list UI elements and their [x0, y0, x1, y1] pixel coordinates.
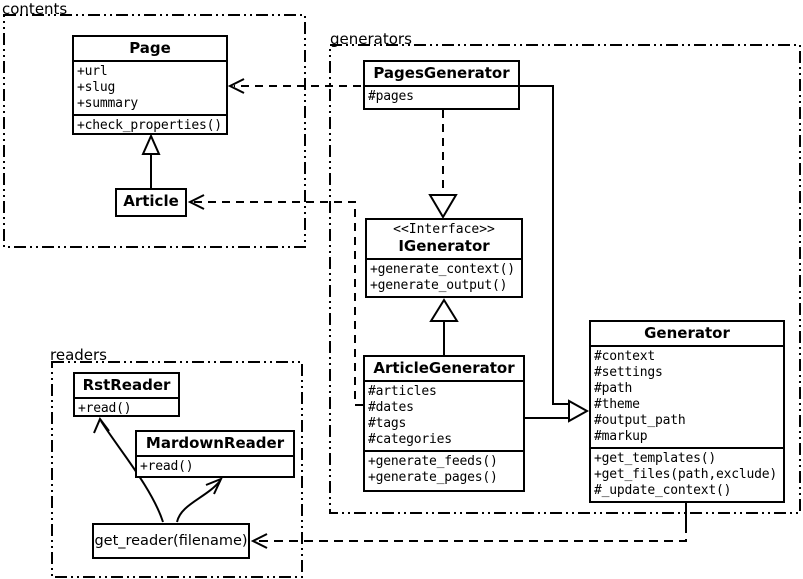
class-box-articlegenerator: ArticleGenerator #articles #dates #tags …: [363, 355, 525, 492]
class-generator-methods: +get_templates() +get_files(path,exclude…: [591, 447, 783, 501]
package-label-generators: generators: [330, 30, 412, 48]
class-page-methods: +check_properties(): [74, 114, 226, 133]
class-rstreader-methods: +read(): [75, 397, 178, 415]
class-page-title: Page: [129, 39, 171, 57]
class-page-attributes: +url +slug +summary: [74, 60, 226, 114]
class-igenerator-stereotype: <<Interface>>: [393, 222, 495, 237]
class-box-pagesgenerator: PagesGenerator #pages: [363, 60, 520, 110]
class-box-igenerator: <<Interface>> IGenerator +generate_conte…: [365, 218, 523, 298]
edge-articlegenerator-to-article-dependency: [187, 194, 363, 406]
class-pagesgenerator-title: PagesGenerator: [373, 64, 510, 82]
package-contents-border: [3, 14, 306, 248]
function-box-get-reader: get_reader(filename): [92, 523, 250, 559]
package-label-contents: contents: [2, 0, 68, 18]
edge-getreader-to-mardownreader: [176, 477, 223, 523]
edge-generator-to-getreader-dependency: [250, 503, 687, 549]
package-readers-border: [51, 361, 303, 578]
class-box-rstreader: RstReader +read(): [73, 372, 180, 417]
class-articlegenerator-title: ArticleGenerator: [373, 359, 515, 377]
get-reader-label: get_reader(filename): [94, 533, 248, 549]
package-generators-border: [329, 44, 801, 514]
class-rstreader-title: RstReader: [82, 376, 171, 394]
class-pagesgenerator-attributes: #pages: [365, 85, 518, 107]
class-articlegenerator-methods: +generate_feeds() +generate_pages(): [365, 450, 523, 488]
edge-articlegenerator-to-igenerator-generalization: [429, 298, 459, 355]
class-articlegenerator-attributes: #articles #dates #tags #categories: [365, 380, 523, 450]
class-generator-title: Generator: [644, 324, 730, 342]
edge-getreader-to-rstreader: [93, 417, 164, 523]
class-igenerator-name: IGenerator: [398, 237, 490, 255]
package-label-readers: readers: [50, 346, 107, 364]
edge-article-to-page-generalization: [141, 133, 161, 188]
edge-generators-to-generator-generalization: [520, 85, 590, 423]
class-box-article: Article: [115, 188, 187, 217]
edge-pagesgenerator-to-igenerator-realization: [428, 110, 458, 219]
class-box-mardownreader: MardownReader +read(): [135, 430, 295, 478]
class-article-title: Article: [123, 192, 179, 210]
class-igenerator-title: <<Interface>> IGenerator: [367, 220, 521, 258]
class-igenerator-methods: +generate_context() +generate_output(): [367, 258, 521, 296]
edge-pagesgenerator-to-page-dependency: [227, 78, 361, 94]
class-box-generator: Generator #context #settings #path #them…: [589, 320, 785, 503]
class-box-page: Page +url +slug +summary +check_properti…: [72, 35, 228, 135]
class-generator-attributes: #context #settings #path #theme #output_…: [591, 345, 783, 447]
class-mardownreader-title: MardownReader: [145, 434, 285, 452]
class-mardownreader-methods: +read(): [137, 455, 293, 476]
